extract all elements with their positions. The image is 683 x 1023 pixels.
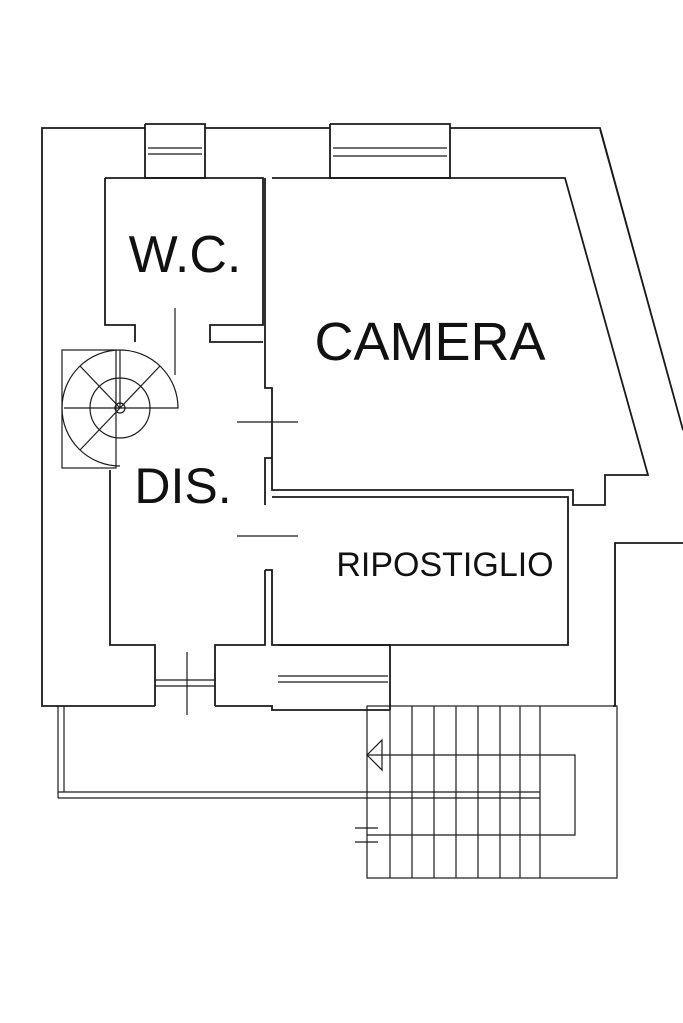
- dis-walls: [109, 421, 298, 706]
- outer-walls: [41, 127, 683, 711]
- room-label-dis: DIS.: [134, 458, 231, 514]
- room-label-ripostiglio: RIPOSTIGLIO: [336, 546, 553, 584]
- room-label-wc: W.C.: [129, 226, 242, 284]
- bottom-window: [155, 644, 391, 715]
- ripostiglio-walls: [265, 496, 616, 706]
- wc-walls: [104, 177, 264, 375]
- spiral-staircase: [61, 349, 179, 469]
- camera-walls: [264, 129, 683, 506]
- top-window-left: [144, 123, 206, 179]
- room-label-camera: CAMERA: [314, 312, 545, 372]
- external-stairs: [57, 705, 618, 879]
- top-window-right: [329, 123, 451, 179]
